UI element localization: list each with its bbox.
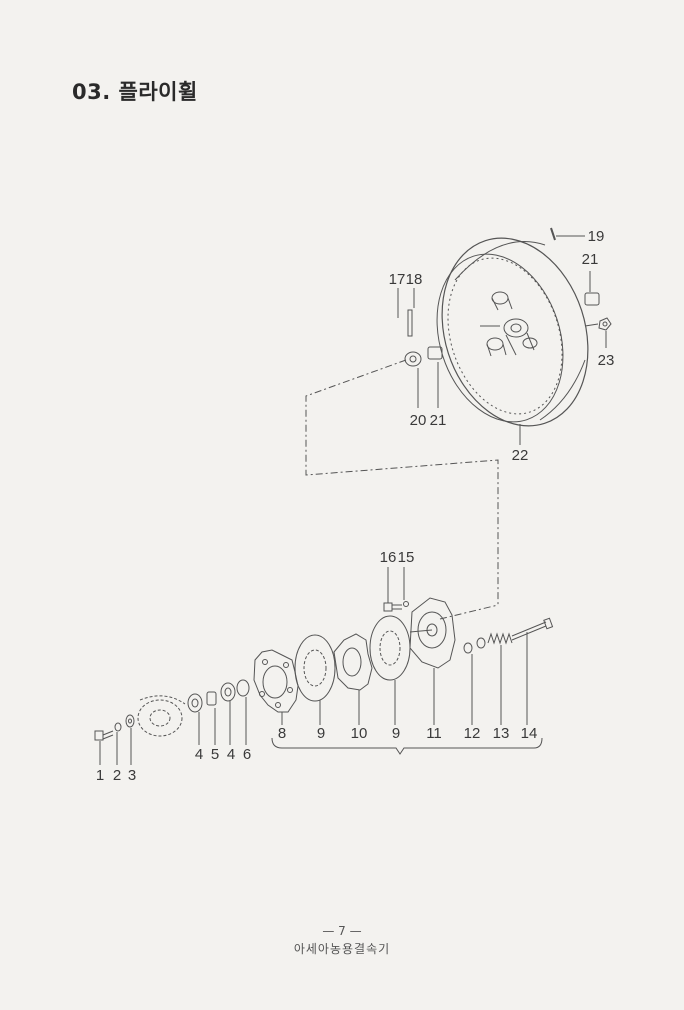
label-1: 1 — [96, 767, 104, 784]
part-number-labels: 19 21 17 18 23 20 21 22 16 15 8 9 10 9 1… — [96, 228, 615, 784]
bushing-part-21-center — [427, 346, 443, 408]
bolt-part-16 — [383, 567, 402, 612]
label-23: 23 — [598, 352, 615, 369]
label-6: 6 — [243, 746, 251, 763]
label-14: 14 — [521, 725, 538, 742]
sprocket-dashed — [137, 695, 186, 737]
label-8: 8 — [278, 725, 286, 742]
label-17: 17 — [389, 271, 406, 288]
label-16: 16 — [380, 549, 397, 566]
flywheel-part-22 — [436, 237, 589, 427]
label-13: 13 — [493, 725, 510, 742]
label-21-right: 21 — [582, 251, 599, 268]
assembly-bracket — [271, 737, 543, 755]
washer-part-12 — [463, 637, 486, 725]
label-12: 12 — [464, 725, 481, 742]
label-10: 10 — [351, 725, 368, 742]
spring-part-13 — [487, 632, 513, 725]
collar-part-20 — [404, 351, 422, 408]
pin-part-19 — [550, 227, 585, 241]
label-19: 19 — [588, 228, 605, 245]
washer-part-3 — [125, 714, 135, 765]
pin-part-17-18 — [397, 288, 415, 337]
label-2: 2 — [113, 767, 121, 784]
friction-disc-part-9-left — [294, 634, 336, 725]
label-21-center: 21 — [430, 412, 447, 429]
bearing-part-4-right — [220, 682, 236, 745]
footer-text: 아세아농용결속기 — [293, 942, 391, 956]
assembly-guide-lines — [305, 359, 499, 620]
clutch-plate-part-10 — [333, 633, 373, 725]
bolt-part-1 — [94, 730, 114, 765]
label-4-right: 4 — [227, 746, 235, 763]
label-15: 15 — [398, 549, 415, 566]
label-11: 11 — [426, 725, 442, 742]
page-title: 03. 플라이휠 — [72, 80, 198, 104]
page-number: — 7 — — [322, 924, 362, 938]
label-9-right: 9 — [392, 725, 400, 742]
spacer-part-5 — [206, 691, 217, 745]
bearing-part-4-left — [187, 693, 203, 745]
nut-part-23 — [584, 317, 612, 348]
washer-part-2 — [114, 722, 122, 765]
friction-disc-part-9-right — [369, 615, 411, 725]
label-3: 3 — [128, 767, 136, 784]
nut-part-15 — [403, 567, 409, 607]
clutch-hub-part-11 — [409, 597, 456, 725]
long-bolt-part-14 — [511, 617, 554, 725]
label-18: 18 — [406, 271, 423, 288]
pressure-plate-part-8 — [253, 649, 299, 725]
bushing-part-21-right — [584, 271, 600, 306]
label-4-left: 4 — [195, 746, 203, 763]
label-9-left: 9 — [317, 725, 325, 742]
label-5: 5 — [211, 746, 219, 763]
label-22: 22 — [512, 447, 529, 464]
snap-ring-part-6 — [236, 679, 250, 745]
label-20: 20 — [410, 412, 427, 429]
